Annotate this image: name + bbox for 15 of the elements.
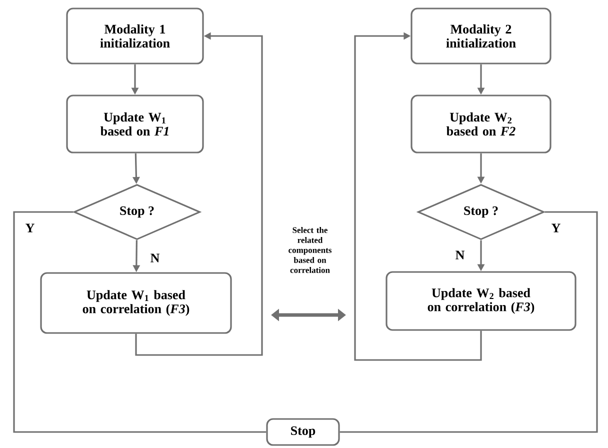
edge-label: Y — [26, 224, 34, 232]
process-box: Stop — [266, 418, 340, 446]
process-box: Update W$_{1}$ based on correlation (F3) — [40, 272, 232, 334]
process-box: Update W$_{2}$ based on correlation (F3) — [386, 271, 576, 331]
edge-label: N — [150, 254, 160, 262]
process-box: Update W$_{1}$ based on F1 — [66, 94, 204, 154]
connector-line — [13, 211, 266, 433]
connector-line — [340, 211, 598, 433]
edge-label: Y — [552, 224, 560, 232]
process-box: Modality 1 initialization — [66, 8, 204, 64]
process-box: Modality 2 initialization — [410, 8, 552, 64]
edge-label: Select the related components based on correlation — [288, 227, 332, 273]
edge-label: N — [456, 250, 465, 260]
arrow — [354, 32, 482, 361]
process-box: Update W$_{2}$ based on F2 — [410, 94, 552, 154]
